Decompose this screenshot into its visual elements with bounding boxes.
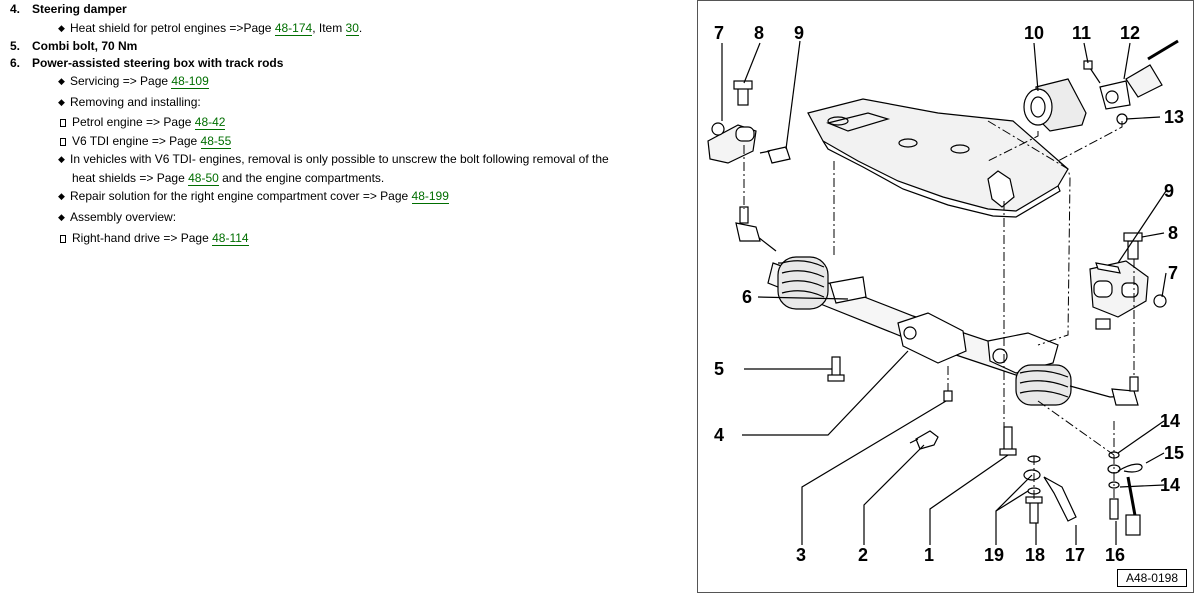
callout-5: 5 [714, 359, 724, 379]
item-title: Steering damper [32, 2, 127, 16]
callout-14: 14 [1160, 411, 1180, 431]
sub-item-note-cont: heat shields => Page 48-50 and the engin… [72, 171, 385, 186]
sub-item-petrol: Petrol engine => Page 48-42 [60, 115, 226, 130]
sub-item-repair: ◆Repair solution for the right engine co… [58, 189, 449, 204]
lower-bolts-drawing [827, 356, 1017, 456]
hose-fittings-drawing [1023, 451, 1143, 536]
callout-6: 6 [742, 287, 752, 307]
page-link[interactable]: 48-199 [411, 189, 449, 204]
sub-item: ◆Heat shield for petrol engines =>Page 4… [58, 21, 363, 36]
item-number: 5. [10, 39, 21, 53]
page-link[interactable]: 48-174 [274, 21, 313, 36]
item-5: 5. Combi bolt, 70 Nm [10, 39, 137, 53]
callout-18: 18 [1025, 545, 1045, 565]
diamond-bullet-icon: ◆ [58, 97, 65, 107]
callout-12: 12 [1120, 23, 1140, 43]
item-number: 6. [10, 56, 21, 70]
page-link[interactable]: 48-42 [194, 115, 226, 130]
sub-item-servicing: ◆Servicing => Page 48-109 [58, 74, 209, 89]
diamond-bullet-icon: ◆ [58, 212, 65, 222]
universal-joint-drawing [1083, 39, 1179, 125]
callout-8: 8 [1168, 223, 1178, 243]
page-link[interactable]: 48-50 [188, 171, 219, 186]
diamond-bullet-icon: ◆ [58, 76, 65, 86]
callout-10: 10 [1024, 23, 1044, 43]
exploded-diagram: 7 8 9 10 11 12 13 9 8 7 6 5 4 14 15 14 3… [697, 0, 1194, 593]
item-6: 6. Power-assisted steering box with track… [10, 56, 283, 70]
sub-item-note: ◆In vehicles with V6 TDI- engines, remov… [58, 152, 609, 166]
rubber-boot-drawing [1023, 78, 1087, 132]
callout-3: 3 [796, 545, 806, 565]
callout-13: 13 [1164, 107, 1184, 127]
sub-item-rhd: Right-hand drive => Page 48-114 [60, 231, 249, 246]
callout-4: 4 [714, 425, 724, 445]
item-number: 4. [10, 2, 21, 16]
sub-item-removing: ◆Removing and installing: [58, 95, 201, 109]
callout-15: 15 [1164, 443, 1184, 463]
diamond-bullet-icon: ◆ [58, 154, 65, 164]
callout-2: 2 [858, 545, 868, 565]
guide-lines [743, 120, 1135, 501]
left-bracket-drawing [707, 80, 791, 164]
callout-17: 17 [1065, 545, 1085, 565]
checkbox-square-icon [60, 119, 66, 127]
callout-7: 7 [714, 23, 724, 43]
sub-item-v6: V6 TDI engine => Page 48-55 [60, 134, 232, 149]
checkbox-square-icon [60, 235, 66, 243]
steering-rack-drawing [735, 206, 1139, 406]
heat-shield-drawing [807, 98, 1069, 218]
diagram-svg: 7 8 9 10 11 12 13 9 8 7 6 5 4 14 15 14 3… [707, 23, 1184, 565]
callout-labels: 7 8 9 10 11 12 13 9 8 7 6 5 4 14 15 14 3… [714, 23, 1184, 565]
item-4: 4. Steering damper [10, 2, 127, 16]
callout-11: 11 [1072, 23, 1091, 43]
callout-8: 8 [754, 23, 764, 43]
callout-14: 14 [1160, 475, 1180, 495]
callout-1: 1 [924, 545, 934, 565]
checkbox-square-icon [60, 138, 66, 146]
page-link[interactable]: 48-109 [171, 74, 209, 89]
page-link[interactable]: 48-114 [212, 231, 249, 246]
diamond-bullet-icon: ◆ [58, 191, 65, 201]
page-link[interactable]: 48-55 [200, 134, 232, 149]
figure-reference: A48-0198 [1116, 569, 1187, 587]
diagram-drawing [707, 39, 1179, 545]
diamond-bullet-icon: ◆ [58, 23, 65, 33]
right-bracket-drawing [1089, 232, 1167, 330]
item-title: Combi bolt, 70 Nm [32, 39, 138, 53]
text-panel: 4. Steering damper ◆Heat shield for petro… [10, 2, 609, 246]
item-link[interactable]: 30 [345, 21, 359, 36]
callout-16: 16 [1105, 545, 1125, 565]
callout-9: 9 [794, 23, 804, 43]
callout-7: 7 [1168, 263, 1178, 283]
leader-lines [721, 40, 1167, 545]
sub-item-assembly: ◆Assembly overview: [58, 210, 177, 224]
callout-9: 9 [1164, 181, 1174, 201]
callout-19: 19 [984, 545, 1004, 565]
item-title: Power-assisted steering box with track r… [32, 56, 284, 70]
